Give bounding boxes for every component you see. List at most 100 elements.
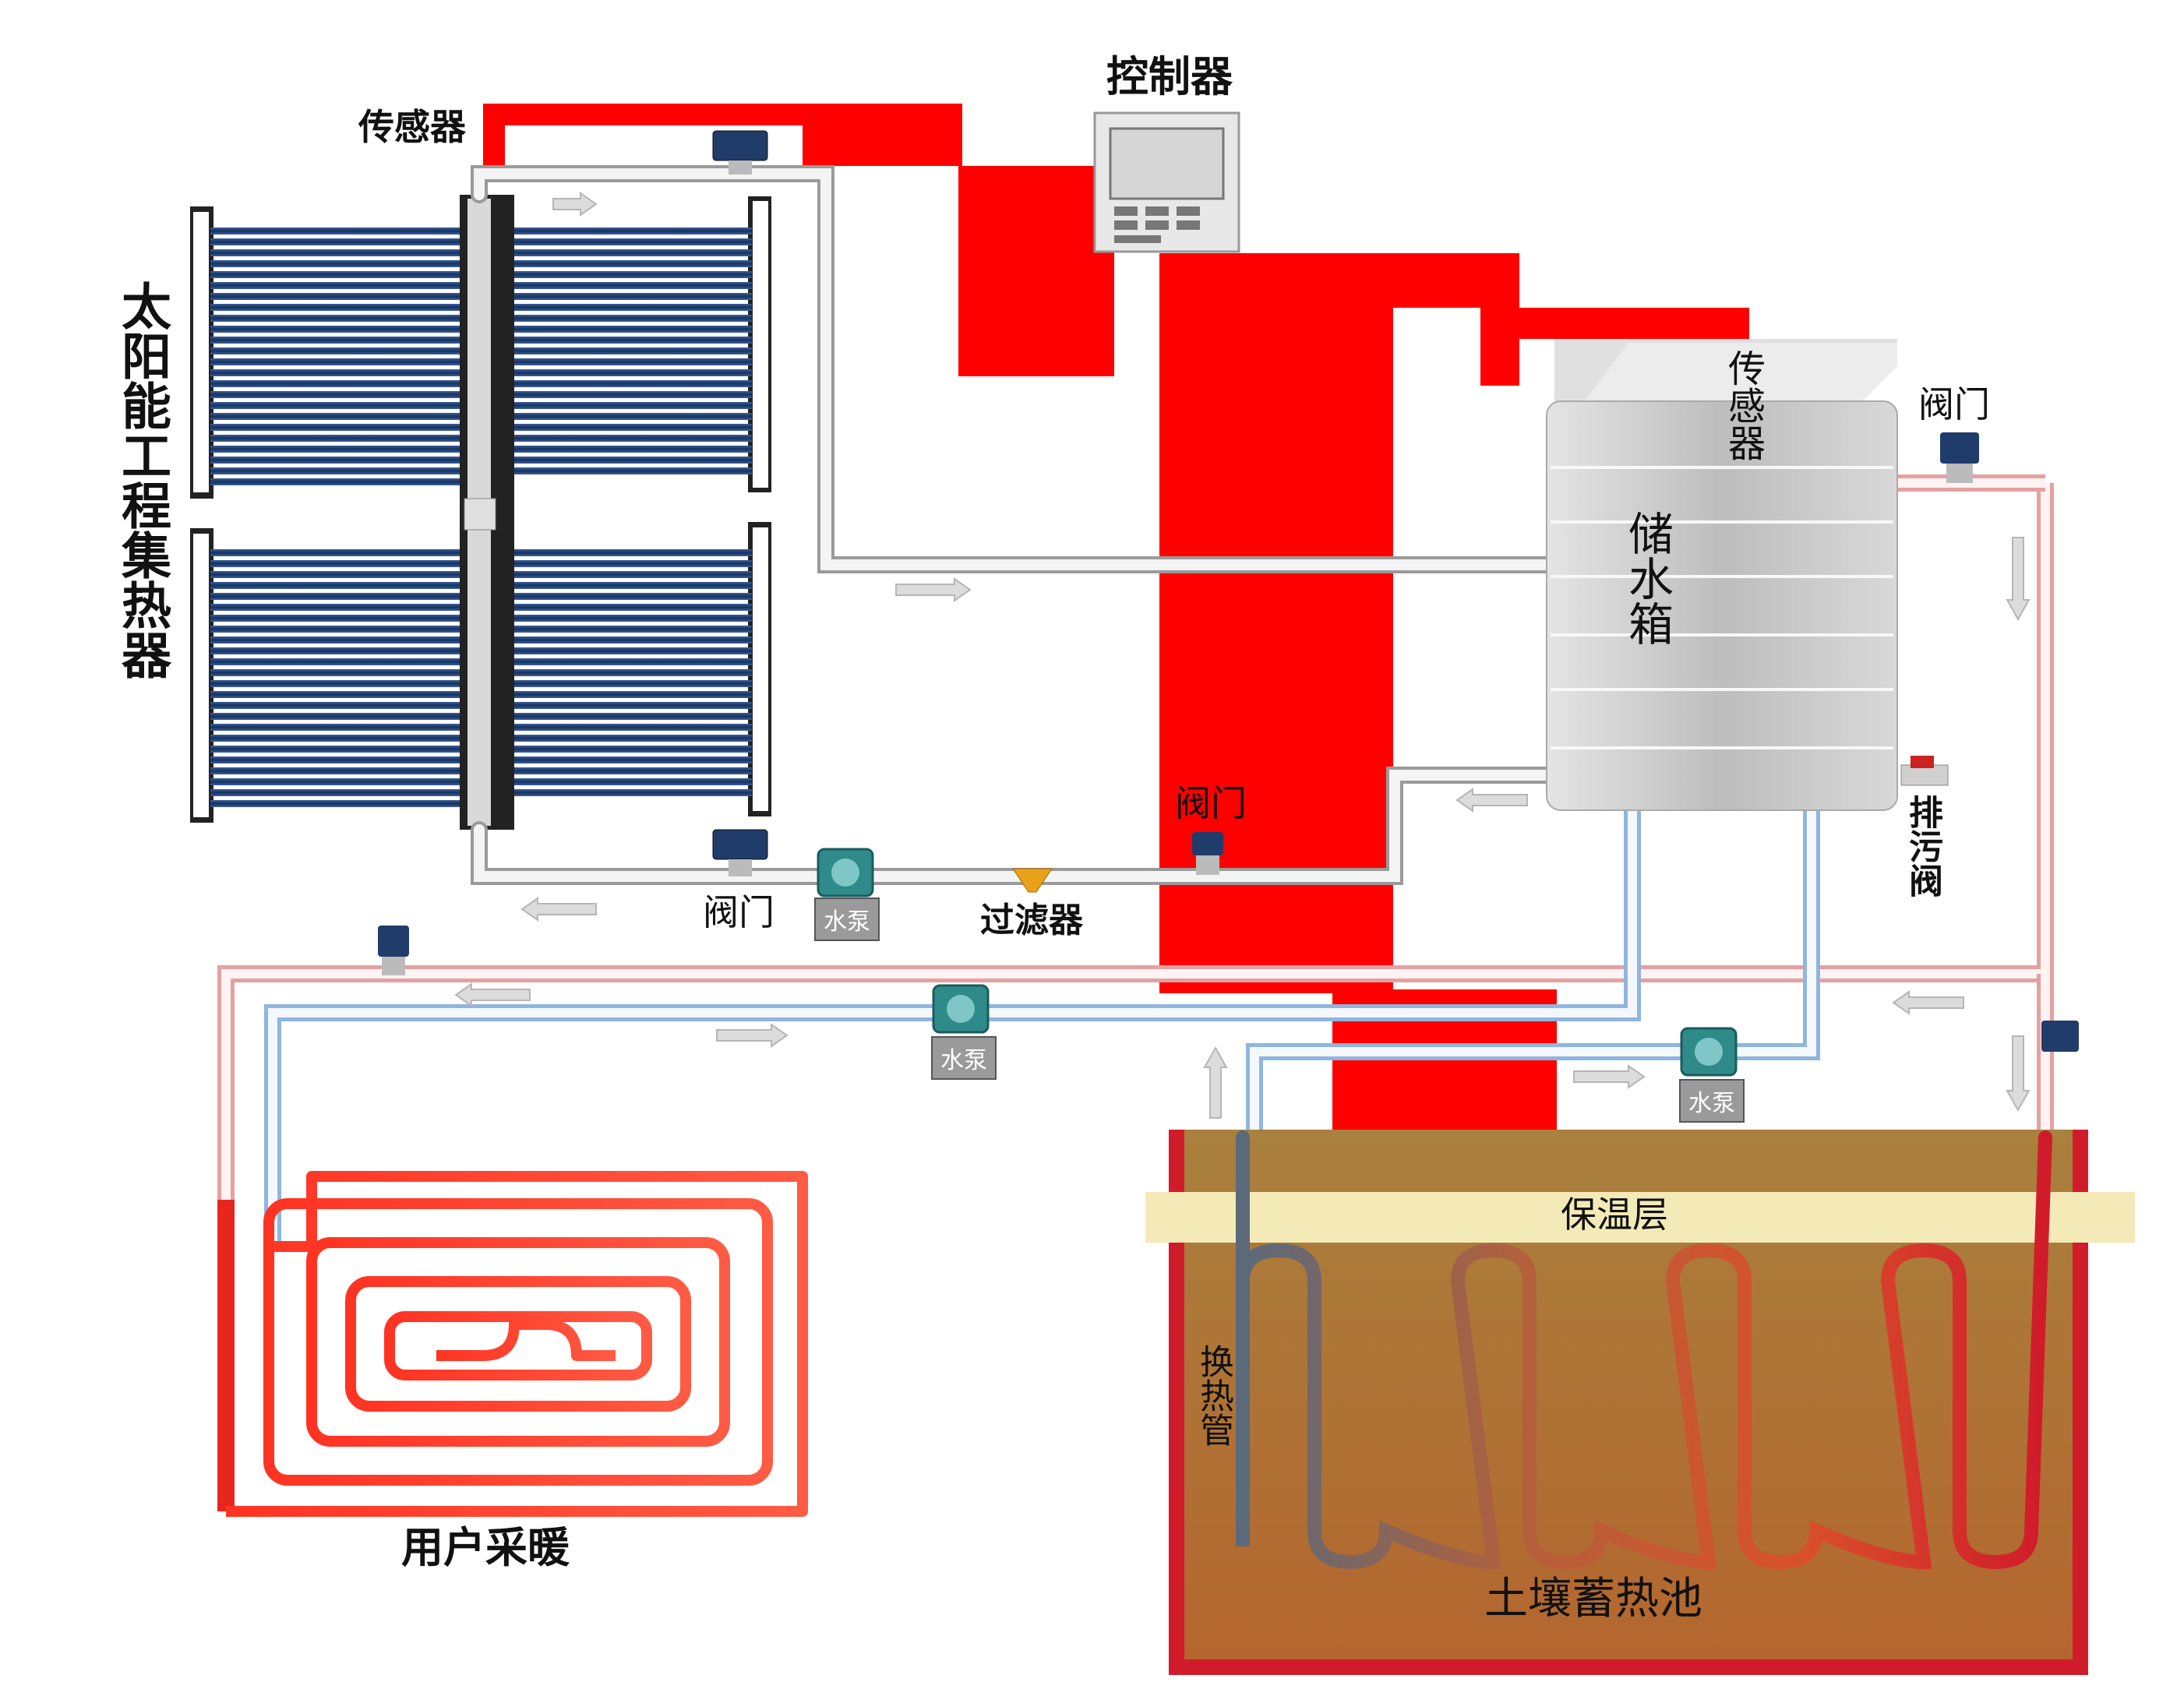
- drain-valve[interactable]: [1900, 756, 1949, 786]
- filter[interactable]: [1012, 868, 1053, 893]
- collector-tube: [514, 713, 752, 720]
- collector-tube: [514, 391, 752, 398]
- collector-tube: [514, 282, 752, 289]
- collector-tube: [514, 304, 752, 311]
- valve-bottom-label: 阀门: [703, 891, 774, 933]
- collector-tube: [210, 626, 467, 633]
- collector-tube: [210, 304, 467, 311]
- collector-tube: [210, 582, 467, 589]
- collector-tube: [514, 467, 752, 474]
- collector-tube: [210, 358, 467, 365]
- valve-floor[interactable]: [378, 926, 409, 975]
- collector-tube: [514, 680, 752, 687]
- valve-mid[interactable]: [1192, 832, 1223, 875]
- flow-arrows: [454, 192, 2031, 1119]
- valve-side[interactable]: [2041, 1021, 2079, 1052]
- tank-sensor-label: 传感器: [1721, 349, 1765, 461]
- collector-tube: [514, 647, 752, 654]
- collector-tube: [210, 800, 467, 807]
- pump-2[interactable]: [932, 984, 990, 1034]
- valve-mid-label: 阀门: [1175, 782, 1247, 824]
- collector-tube: [210, 615, 467, 622]
- collector-tube: [210, 424, 467, 431]
- collector-tube: [514, 560, 752, 567]
- collector-tube: [210, 571, 467, 578]
- valve-right[interactable]: [1940, 432, 1979, 483]
- collector-tube: [514, 249, 752, 256]
- collector-tube: [210, 315, 467, 322]
- collector-tube: [210, 691, 467, 698]
- collector-tube: [210, 227, 467, 234]
- collector-tube: [210, 282, 467, 289]
- heat-exchange-coil: [1236, 1130, 2052, 1570]
- collector-tube: [514, 457, 752, 464]
- collector-tube: [514, 636, 752, 644]
- soil-storage-tank: [1145, 1130, 2135, 1675]
- collector-tube: [514, 549, 752, 556]
- drain-valve-label: 排污阀: [1903, 795, 1942, 897]
- collector-tube: [514, 402, 752, 409]
- collector-tube: [514, 746, 752, 753]
- collector-tube: [514, 424, 752, 431]
- collector-tube: [514, 347, 752, 354]
- collector-tube: [514, 691, 752, 698]
- floor-heating-coil: [221, 1171, 808, 1517]
- collector-tube: [210, 549, 467, 556]
- collector-tube: [514, 369, 752, 376]
- collector-tube: [514, 227, 752, 234]
- collector-tube: [210, 778, 467, 785]
- collector-tube: [514, 669, 752, 676]
- collector-tube: [210, 746, 467, 753]
- collector-tube: [514, 702, 752, 709]
- tank-label: 储水箱: [1621, 510, 1674, 646]
- insulation-label: 保温层: [1561, 1194, 1668, 1236]
- collector-tube: [514, 789, 752, 796]
- collector-tube: [210, 467, 467, 474]
- collector-tube: [210, 756, 467, 763]
- collector-tube: [210, 680, 467, 687]
- pump-2-label: 水泵: [931, 1036, 997, 1080]
- pump-3-label: 水泵: [1679, 1079, 1745, 1123]
- collector-tube: [514, 626, 752, 633]
- collector-tube: [514, 271, 752, 278]
- collector-tube: [210, 669, 467, 676]
- collector-tube: [210, 593, 467, 600]
- collector-tube: [210, 249, 467, 256]
- collector-tube: [514, 326, 752, 333]
- collector-tube: [210, 636, 467, 644]
- valve-bottom[interactable]: [712, 829, 768, 876]
- collector-tube: [210, 789, 467, 796]
- collector-tube: [210, 369, 467, 376]
- collector-tube: [514, 293, 752, 300]
- pump-1[interactable]: [817, 848, 874, 897]
- collector-tube: [514, 337, 752, 344]
- collector-tube: [514, 358, 752, 365]
- collector-tube: [210, 446, 467, 453]
- collector-tube: [210, 337, 467, 344]
- collector-tube: [210, 293, 467, 300]
- collector-tube: [210, 702, 467, 709]
- collector-tube: [210, 647, 467, 654]
- collector-tube: [514, 435, 752, 442]
- collector-tube: [210, 658, 467, 665]
- sensor-top[interactable]: [712, 130, 768, 175]
- collector-tube: [210, 260, 467, 267]
- pump-3[interactable]: [1680, 1027, 1738, 1077]
- collector-tube: [514, 593, 752, 600]
- collector-tube: [210, 560, 467, 567]
- collector-tube: [210, 435, 467, 442]
- collector-tube: [514, 756, 752, 763]
- floor-heating-label: 用户采暖: [401, 1523, 570, 1572]
- collector-tube: [210, 402, 467, 409]
- collector-tube: [210, 380, 467, 387]
- collector-tube: [210, 604, 467, 611]
- collector-tube: [514, 260, 752, 267]
- collector-tube: [514, 778, 752, 785]
- collector-tube: [514, 571, 752, 578]
- controller-unit[interactable]: [1093, 111, 1240, 253]
- collector-tube: [210, 413, 467, 420]
- collector-tube: [210, 238, 467, 245]
- pump-1-label: 水泵: [814, 897, 880, 941]
- collector-tube: [210, 478, 467, 485]
- collector-tube: [514, 767, 752, 774]
